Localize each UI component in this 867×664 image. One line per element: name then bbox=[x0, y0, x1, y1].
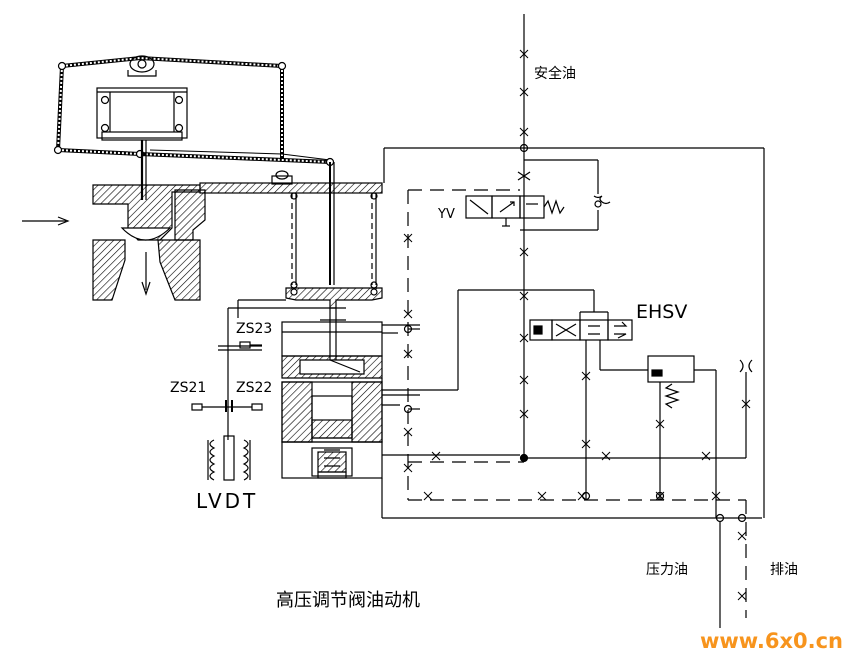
lvdt-sensor bbox=[207, 435, 251, 481]
label-zs23: ZS23 bbox=[236, 321, 272, 337]
yv-solenoid-valve bbox=[465, 171, 565, 227]
label-drain-oil: 排油 bbox=[770, 562, 798, 578]
drain-lines bbox=[407, 189, 747, 618]
lever-linkage bbox=[53, 55, 335, 167]
diagram-title: 高压调节阀油动机 bbox=[276, 590, 420, 611]
label-yv: YV bbox=[437, 207, 455, 222]
limit-switches bbox=[191, 318, 263, 440]
supply-ports bbox=[715, 513, 747, 628]
actuator-frame bbox=[199, 162, 383, 321]
valve-body bbox=[22, 184, 206, 301]
label-safety-oil: 安全油 bbox=[534, 65, 576, 82]
label-ehsv: EHSV bbox=[636, 301, 687, 323]
safety-oil-line bbox=[383, 14, 765, 518]
label-pressure-oil: 压力油 bbox=[646, 562, 688, 578]
label-lvdt: LVDT bbox=[196, 489, 258, 513]
label-zs21: ZS21 bbox=[170, 380, 206, 396]
ehsv-servo-valve bbox=[457, 289, 648, 501]
label-zs22: ZS22 bbox=[236, 380, 272, 396]
valve-bonnet-frame bbox=[96, 87, 188, 200]
oil-cylinder bbox=[281, 320, 762, 519]
watermark: www.6x0.cn bbox=[700, 629, 843, 653]
relief-valve bbox=[524, 355, 753, 518]
line-markers bbox=[403, 49, 751, 601]
